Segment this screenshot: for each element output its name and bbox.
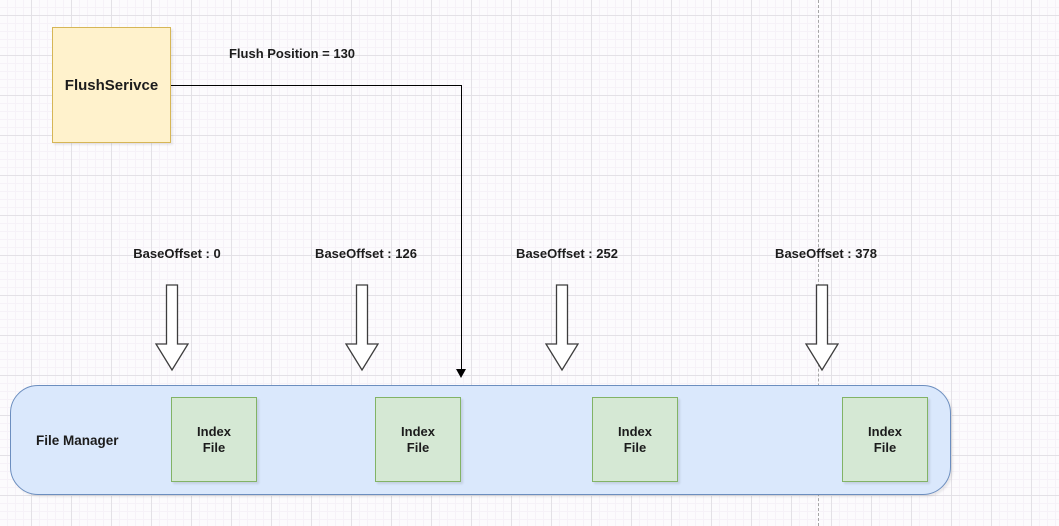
flush-service-label: FlushSerivce: [64, 76, 159, 94]
index-file-label: Index File: [618, 423, 652, 455]
file-manager-label: File Manager: [36, 432, 119, 448]
index-file-node[interactable]: Index File: [171, 397, 257, 482]
index-file-node[interactable]: Index File: [842, 397, 928, 482]
index-file-label: Index File: [197, 423, 231, 455]
block-arrow-down-icon[interactable]: [345, 284, 379, 372]
index-file-label: Index File: [868, 423, 902, 455]
base-offset-label-0: BaseOffset : 0: [133, 246, 221, 261]
arrow-down-icon: [456, 369, 466, 378]
index-file-node[interactable]: Index File: [375, 397, 461, 482]
block-arrow-down-icon[interactable]: [805, 284, 839, 372]
flush-connector-vertical-segment[interactable]: [461, 85, 462, 370]
block-arrow-down-icon[interactable]: [545, 284, 579, 372]
flush-position-label: Flush Position = 130: [228, 46, 356, 61]
base-offset-label-126: BaseOffset : 126: [315, 246, 417, 261]
base-offset-label-252: BaseOffset : 252: [516, 246, 618, 261]
index-file-label: Index File: [401, 423, 435, 455]
base-offset-label-378: BaseOffset : 378: [775, 246, 877, 261]
block-arrow-down-icon[interactable]: [155, 284, 189, 372]
file-manager-container[interactable]: [10, 385, 951, 495]
flush-service-node[interactable]: FlushSerivce: [52, 27, 171, 143]
index-file-node[interactable]: Index File: [592, 397, 678, 482]
flush-connector-horizontal-segment[interactable]: [171, 85, 461, 86]
page-boundary-dashed-line: [818, 0, 819, 526]
